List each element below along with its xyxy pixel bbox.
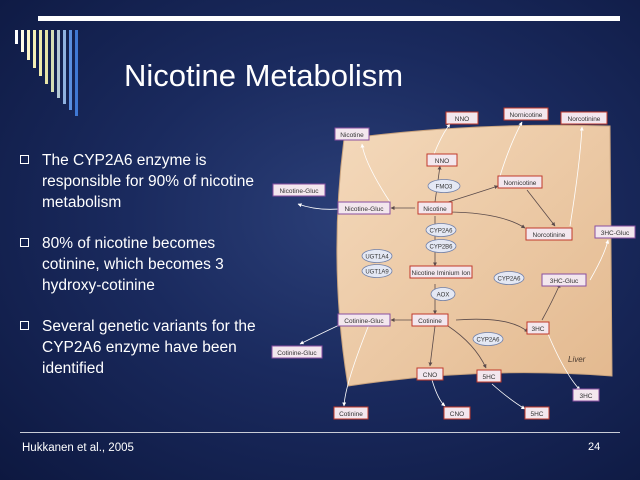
liver-metabolite-box: Nicotine [417, 201, 453, 215]
svg-text:FMO3: FMO3 [436, 185, 453, 191]
enzyme-label: UGT1A9 [361, 264, 393, 278]
internal-arrows [390, 165, 561, 369]
liver-metabolite-box: Cotinine [411, 313, 449, 327]
excreted-metabolite-box: Cotinine-Gluc [271, 345, 323, 359]
svg-text:Cotinine-Gluc: Cotinine-Gluc [277, 350, 317, 357]
enzyme-label: CYP2A6 [493, 271, 525, 285]
svg-text:CYP2B6: CYP2B6 [429, 245, 453, 251]
svg-text:Nicotine-Gluc: Nicotine-Gluc [344, 206, 384, 213]
svg-text:Nicotine: Nicotine [340, 132, 364, 139]
enzyme-label: UGT1A4 [361, 249, 393, 263]
liver-metabolite-box: Nicotine-Gluc [337, 201, 391, 215]
bullet-text: Several genetic variants for the CYP2A6 … [42, 318, 256, 377]
enzyme-label: FMO3 [427, 179, 461, 193]
liver-metabolite-box: 3HC-Gluc [541, 273, 587, 287]
svg-text:Nicotine: Nicotine [423, 206, 447, 213]
bullet-text: 80% of nicotine becomes cotinine, which … [42, 235, 224, 294]
liver-metabolite-box: Nornicotine [497, 175, 543, 189]
svg-text:Cotinine-Gluc: Cotinine-Gluc [344, 318, 384, 325]
excreted-metabolite-box: 5HC [524, 406, 550, 420]
excreted-metabolite-box: 3HC [572, 388, 600, 402]
enzyme-label: CYP2B6 [425, 239, 457, 253]
svg-text:5HC: 5HC [530, 411, 543, 418]
excreted-metabolite-box: Nicotine-Gluc [272, 183, 326, 197]
metabolism-diagram: Liver NNO Nornicotine [271, 107, 636, 420]
liver-metabolite-box: Norcotinine [525, 227, 573, 241]
liver-metabolite-box: CNO [416, 367, 444, 381]
bullet-text: The CYP2A6 enzyme is responsible for 90%… [42, 152, 254, 211]
slide-number: 24 [588, 441, 601, 453]
svg-text:Nicotine Iminium Ion: Nicotine Iminium Ion [412, 270, 471, 277]
svg-text:CNO: CNO [450, 411, 464, 418]
svg-text:NNO: NNO [435, 158, 449, 165]
excreted-metabolite-box: NNO [445, 111, 479, 125]
bullet-list: The CYP2A6 enzyme is responsible for 90%… [20, 150, 275, 399]
liver-metabolite-box: 5HC [476, 369, 502, 383]
svg-text:CYP2A6: CYP2A6 [429, 229, 453, 235]
svg-text:AOX: AOX [437, 293, 450, 299]
excreted-metabolite-box: Cotinine [333, 406, 369, 420]
liver-metabolite-box: NNO [426, 153, 458, 167]
svg-text:Norcotinine: Norcotinine [533, 232, 566, 239]
liver-metabolite-box: 3HC [526, 321, 550, 335]
liver-label: Liver [568, 355, 586, 364]
svg-text:Cotinine: Cotinine [418, 318, 442, 325]
bullet-item: Several genetic variants for the CYP2A6 … [20, 316, 275, 379]
bullet-square-icon [20, 238, 29, 247]
top-rule [38, 16, 620, 21]
svg-text:Cotinine: Cotinine [339, 411, 363, 418]
excreted-metabolite-box: 3HC-Gluc [594, 225, 636, 239]
bullet-square-icon [20, 321, 29, 330]
svg-text:NNO: NNO [455, 116, 469, 123]
svg-text:3HC-Gluc: 3HC-Gluc [550, 278, 579, 285]
bullet-square-icon [20, 155, 29, 164]
svg-text:Nicotine-Gluc: Nicotine-Gluc [279, 188, 319, 195]
enzyme-label: CYP2A6 [472, 332, 504, 346]
svg-text:Nornicotine: Nornicotine [504, 180, 537, 187]
liver-metabolite-box: Cotinine-Gluc [337, 313, 391, 327]
excreted-metabolite-box: Nornicotine [503, 107, 549, 121]
liver-metabolite-box: Nicotine Iminium Ion [409, 265, 473, 279]
svg-text:UGT1A9: UGT1A9 [365, 270, 389, 276]
citation: Hukkanen et al., 2005 [22, 442, 134, 454]
decorative-stripes [15, 30, 78, 116]
svg-text:3HC: 3HC [531, 326, 544, 333]
svg-text:UGT1A4: UGT1A4 [365, 255, 389, 261]
bullet-item: The CYP2A6 enzyme is responsible for 90%… [20, 150, 275, 213]
enzyme-label: AOX [430, 287, 456, 301]
excreted-metabolite-box: CNO [443, 406, 471, 420]
slide-title: Nicotine Metabolism [124, 58, 404, 93]
bullet-item: 80% of nicotine becomes cotinine, which … [20, 233, 275, 296]
enzyme-label: CYP2A6 [425, 223, 457, 237]
svg-text:3HC-Gluc: 3HC-Gluc [601, 230, 630, 237]
excretion-arrows [297, 121, 610, 410]
svg-text:3HC: 3HC [579, 393, 592, 400]
svg-text:CYP2A6: CYP2A6 [497, 277, 521, 283]
svg-text:5HC: 5HC [482, 374, 495, 381]
excreted-metabolite-box: Nicotine [334, 127, 370, 141]
svg-text:CNO: CNO [423, 372, 437, 379]
excreted-metabolite-box: Norcotinine [560, 111, 608, 125]
svg-text:CYP2A6: CYP2A6 [476, 338, 500, 344]
footer-rule [20, 432, 620, 433]
svg-text:Norcotinine: Norcotinine [568, 116, 601, 123]
svg-text:Nornicotine: Nornicotine [510, 112, 543, 119]
